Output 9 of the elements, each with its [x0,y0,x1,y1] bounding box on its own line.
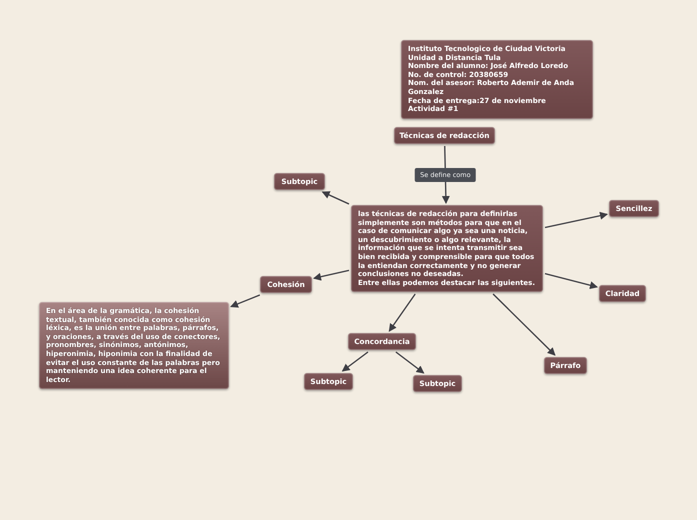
arrow [544,212,608,228]
arrow [313,270,350,281]
arrow [395,351,424,374]
arrow [342,351,368,372]
arrow [544,273,598,290]
arrow [388,294,416,332]
arrow [230,294,260,308]
arrow [322,191,350,205]
arrow [492,294,556,356]
